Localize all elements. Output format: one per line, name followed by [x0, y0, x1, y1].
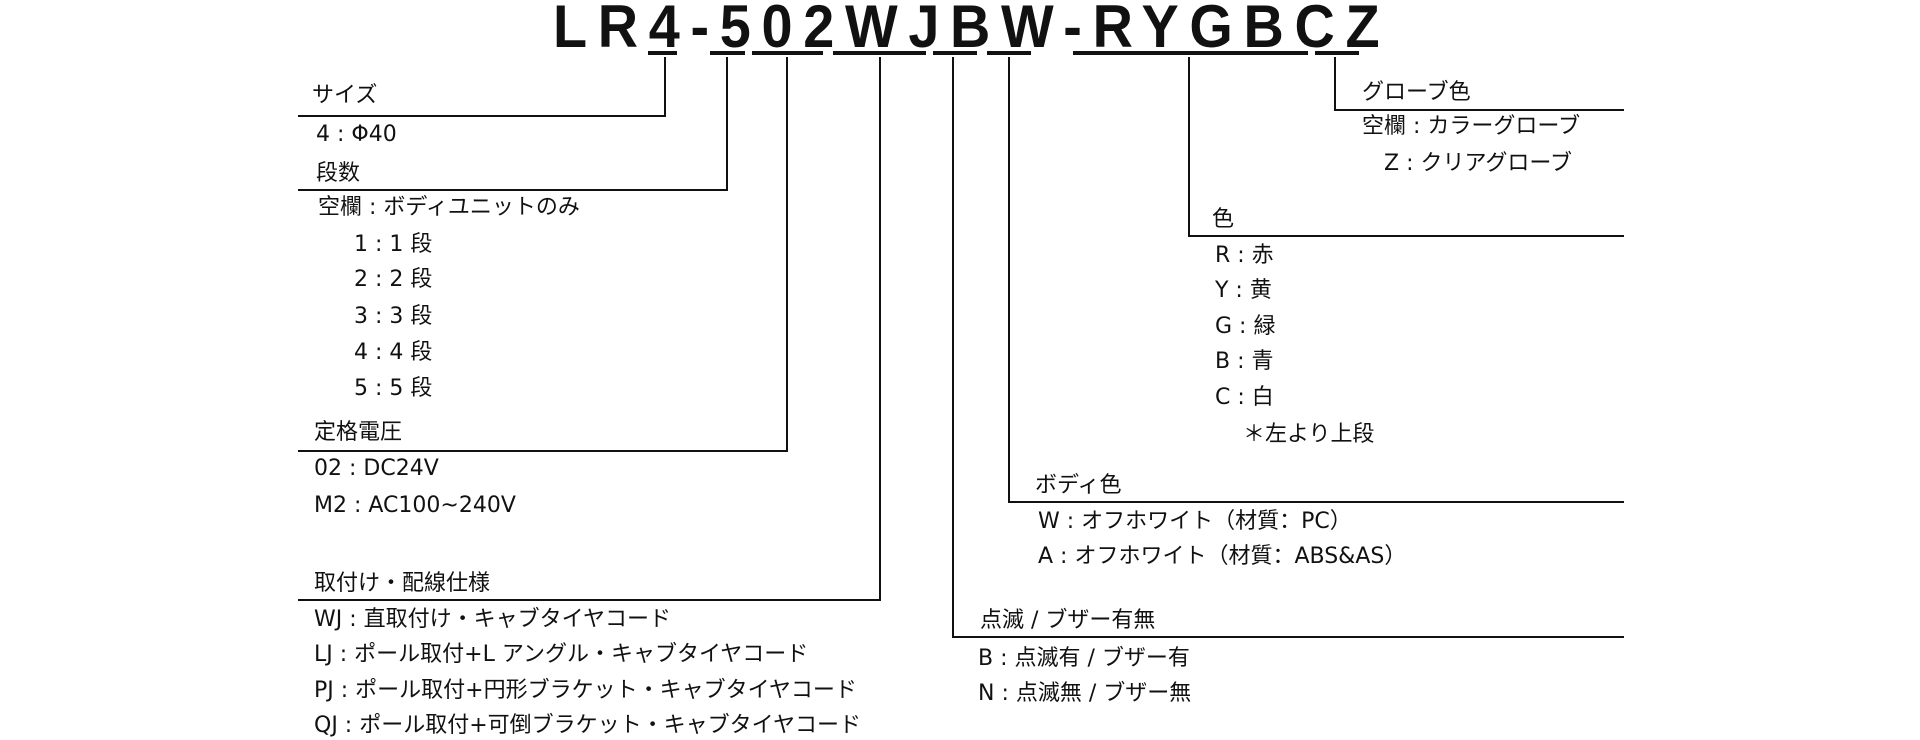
underline-buzzer — [933, 51, 977, 55]
globe-color-option: Z : クリアグローブ — [1384, 151, 1573, 176]
voltage-option: M2 : AC100~240V — [314, 493, 516, 518]
underline-color — [1073, 51, 1308, 55]
buzzer-option: B : 点滅有 / ブザー有 — [978, 646, 1190, 671]
color-option: R : 赤 — [1215, 243, 1274, 268]
globe-color-title: グローブ色 — [1362, 80, 1471, 105]
divider-mounting — [298, 599, 881, 601]
steps-option: 空欄 : ボディユニットのみ — [318, 195, 580, 220]
divider-voltage — [298, 450, 788, 452]
leader-color — [1188, 57, 1190, 237]
divider-color — [1188, 235, 1624, 237]
divider-buzzer — [952, 636, 1624, 638]
mounting-option: PJ : ポール取付+円形ブラケット・キャブタイヤコード — [314, 678, 857, 703]
steps-option: 4 : 4 段 — [354, 340, 433, 365]
steps-title: 段数 — [316, 161, 361, 186]
size-title: サイズ — [312, 83, 378, 108]
leader-globe — [1334, 57, 1336, 111]
body-color-option: A : オフホワイト（材質：ABS&AS） — [1038, 544, 1407, 569]
divider-globe — [1334, 109, 1624, 111]
underline-voltage — [752, 51, 823, 55]
leader-body-color — [1008, 57, 1010, 503]
mounting-option: QJ : ポール取付+可倒ブラケット・キャブタイヤコード — [314, 713, 861, 738]
underline-globe — [1315, 51, 1359, 55]
body-color-title: ボディ色 — [1035, 473, 1122, 498]
globe-color-option: 空欄 : カラーグローブ — [1362, 114, 1581, 139]
steps-option: 5 : 5 段 — [354, 376, 433, 401]
color-title: 色 — [1212, 207, 1235, 232]
steps-option: 1 : 1 段 — [354, 232, 433, 257]
underline-body-color — [987, 51, 1031, 55]
leader-buzzer — [952, 57, 954, 638]
color-option: Y : 黄 — [1215, 278, 1272, 303]
color-note: ＊左より上段 — [1243, 422, 1375, 447]
color-option: C : 白 — [1215, 385, 1274, 410]
color-option: G : 緑 — [1215, 314, 1276, 339]
color-option: B : 青 — [1215, 349, 1274, 374]
voltage-option: 02 : DC24V — [314, 456, 439, 481]
mounting-title: 取付け・配線仕様 — [314, 571, 491, 596]
divider-size — [298, 115, 666, 117]
mounting-option: WJ : 直取付け・キャブタイヤコード — [314, 607, 671, 632]
divider-steps — [298, 189, 728, 191]
voltage-title: 定格電圧 — [314, 420, 403, 445]
underline-steps — [710, 51, 745, 55]
divider-body-color — [1008, 501, 1624, 503]
leader-size — [664, 57, 666, 117]
mounting-option: LJ : ポール取付+L アングル・キャブタイヤコード — [314, 642, 809, 667]
body-color-option: W : オフホワイト（材質：PC） — [1038, 509, 1352, 534]
buzzer-title: 点滅 / ブザー有無 — [980, 608, 1156, 633]
size-option: 4 : Φ40 — [316, 122, 397, 147]
steps-option: 2 : 2 段 — [354, 267, 433, 292]
steps-option: 3 : 3 段 — [354, 304, 433, 329]
underline-mounting — [833, 51, 926, 55]
buzzer-option: N : 点滅無 / ブザー無 — [978, 681, 1192, 706]
leader-voltage — [786, 57, 788, 452]
leader-mounting — [879, 57, 881, 601]
underline-size — [648, 51, 677, 55]
model-code: LR4-502WJBW-RYGBCZ — [553, 0, 1391, 60]
leader-steps — [726, 57, 728, 191]
